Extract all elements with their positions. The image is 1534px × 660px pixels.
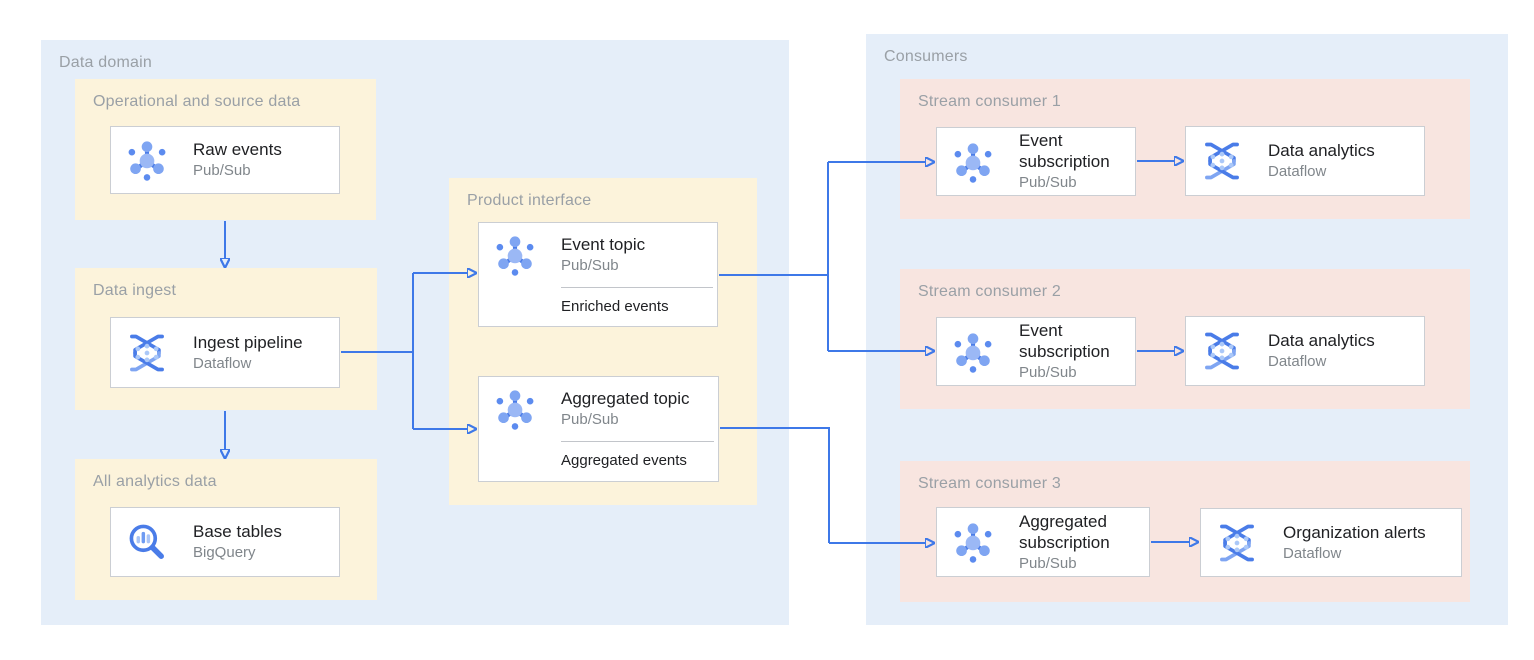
bigquery-icon	[125, 520, 169, 564]
dataflow-icon	[1200, 329, 1244, 373]
node-subtitle: Pub/Sub	[1019, 554, 1077, 572]
node-subtitle: Pub/Sub	[193, 162, 251, 179]
node-data-analytics-2: Data analytics Dataflow	[1185, 316, 1425, 386]
node-title: Event subscription	[1019, 321, 1110, 361]
node-event-topic: Event topic Pub/Sub Enriched events	[478, 222, 718, 327]
node-subtitle: BigQuery	[193, 544, 256, 561]
node-title: Data analytics	[1268, 331, 1375, 350]
node-title: Base tables	[193, 522, 282, 541]
data-domain-label: Data domain	[59, 54, 152, 71]
stream-consumer-2-label: Stream consumer 2	[918, 283, 1062, 300]
node-subtitle: Dataflow	[193, 354, 252, 372]
node-title: Event subscription	[1019, 131, 1110, 171]
aggregated-topic-row: Aggregated topic Pub/Sub	[479, 377, 718, 441]
node-ingest-pipeline: Ingest pipeline Dataflow	[110, 317, 340, 388]
stream-consumer-3-label: Stream consumer 3	[918, 475, 1062, 492]
pubsub-icon	[125, 138, 169, 182]
node-title: Organization alerts	[1283, 522, 1426, 542]
node-base-tables: Base tables BigQuery	[110, 507, 340, 577]
pubsub-icon	[951, 520, 995, 564]
node-title: Event topic	[561, 235, 646, 254]
node-aggregated-topic: Aggregated topic Pub/Sub Aggregated even…	[478, 376, 719, 482]
pubsub-icon	[951, 330, 995, 374]
node-title: Aggregated topic	[561, 389, 690, 408]
node-subtitle: Dataflow	[1283, 544, 1342, 562]
node-event-subscription-1: Event subscription Pub/Sub	[936, 127, 1136, 196]
product-interface-label: Product interface	[467, 192, 592, 209]
divider	[561, 441, 714, 442]
pubsub-icon	[951, 140, 995, 184]
node-title: Ingest pipeline	[193, 332, 303, 352]
stream-consumer-1-label: Stream consumer 1	[918, 93, 1062, 110]
pubsub-icon	[493, 387, 537, 431]
node-organization-alerts: Organization alerts Dataflow	[1200, 508, 1462, 577]
dataflow-icon	[1200, 139, 1244, 183]
node-event-subscription-2: Event subscription Pub/Sub	[936, 317, 1136, 386]
node-subtitle: Pub/Sub	[561, 411, 619, 428]
event-topic-tag: Enriched events	[561, 298, 669, 315]
node-title: Data analytics	[1268, 141, 1375, 160]
pubsub-icon	[493, 233, 537, 277]
aggregated-topic-tag: Aggregated events	[561, 452, 687, 469]
dataflow-icon	[1215, 521, 1259, 565]
node-subtitle: Dataflow	[1268, 353, 1327, 370]
divider	[561, 287, 713, 288]
node-title: Raw events	[193, 140, 282, 159]
node-raw-events: Raw events Pub/Sub	[110, 126, 340, 194]
all-analytics-data-label: All analytics data	[93, 473, 217, 490]
node-aggregated-subscription: Aggregated subscription Pub/Sub	[936, 507, 1150, 577]
node-data-analytics-1: Data analytics Dataflow	[1185, 126, 1425, 196]
data-ingest-label: Data ingest	[93, 282, 177, 299]
dataflow-icon	[125, 331, 169, 375]
operational-source-data-label: Operational and source data	[93, 93, 301, 110]
node-subtitle: Dataflow	[1268, 163, 1327, 180]
node-subtitle: Pub/Sub	[1019, 364, 1077, 381]
node-title: Aggregated subscription	[1019, 511, 1110, 552]
event-topic-row: Event topic Pub/Sub	[479, 223, 717, 287]
consumers-label: Consumers	[884, 48, 968, 65]
node-subtitle: Pub/Sub	[561, 257, 619, 274]
node-subtitle: Pub/Sub	[1019, 174, 1077, 191]
